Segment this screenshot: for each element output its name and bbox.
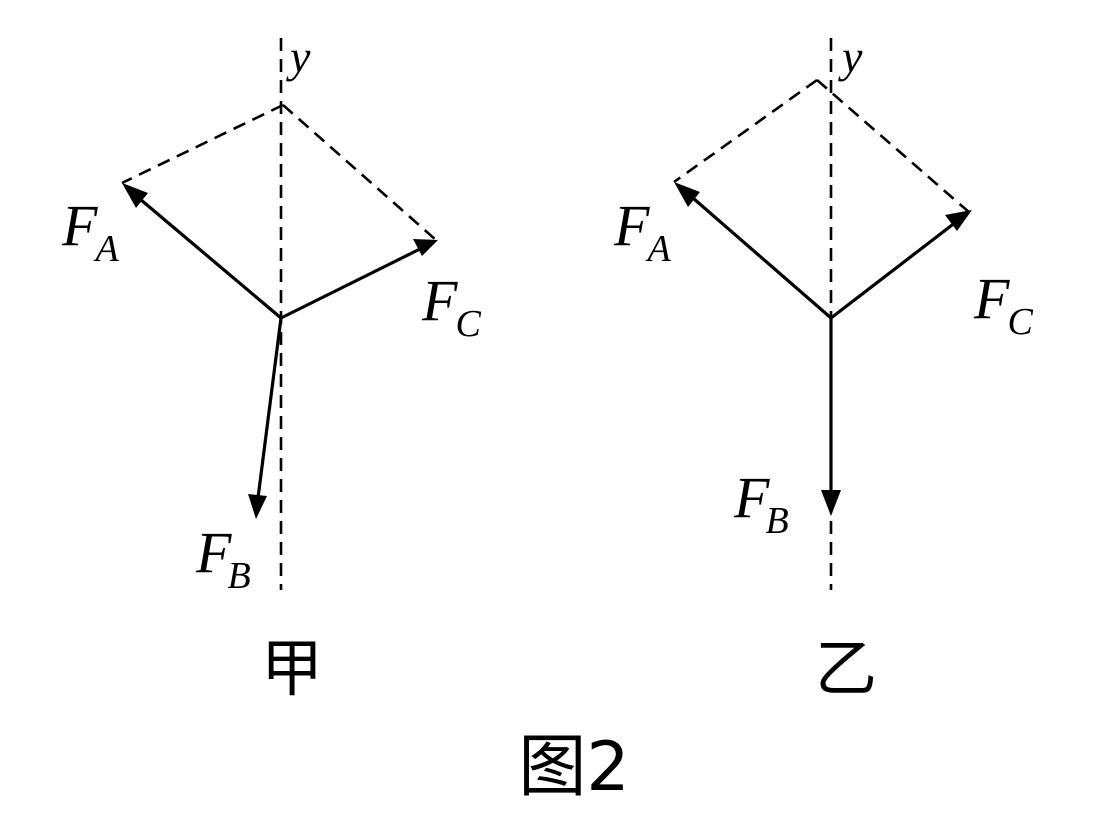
force-arrow-fc xyxy=(830,220,957,320)
diagram-jia: y FA FC FB 甲 xyxy=(61,31,481,705)
force-label-fc: FC xyxy=(421,268,481,345)
y-axis-label: y xyxy=(838,31,863,82)
arrowhead-fa xyxy=(674,182,700,207)
arrowhead-fb xyxy=(821,490,841,516)
parallelogram-side-left xyxy=(121,103,284,185)
force-label-fc: FC xyxy=(973,266,1033,343)
diagram-label-jia: 甲 xyxy=(261,632,323,705)
diagram-yi: y FA FC FB 乙 xyxy=(613,31,1033,705)
arrowhead-fc xyxy=(413,239,438,256)
force-label-fb: FB xyxy=(195,520,251,597)
arrowhead-fb xyxy=(248,494,267,519)
force-arrow-fb xyxy=(256,317,283,499)
arrowhead-fa xyxy=(122,183,148,208)
parallelogram-side-left xyxy=(673,78,818,184)
parallelogram-side-right xyxy=(816,79,971,214)
force-label-fa: FA xyxy=(613,193,671,270)
force-arrow-fa xyxy=(684,190,833,320)
y-axis-label: y xyxy=(286,31,311,82)
force-arrow-fa xyxy=(132,192,283,320)
parallelogram-side-right xyxy=(282,104,437,241)
force-label-fa: FA xyxy=(61,193,119,270)
force-label-fb: FB xyxy=(733,465,789,542)
force-arrow-fc xyxy=(280,245,425,320)
diagram-label-yi: 乙 xyxy=(815,632,877,705)
arrowhead-fc xyxy=(945,210,972,231)
figure-caption: 图2 xyxy=(518,728,629,807)
